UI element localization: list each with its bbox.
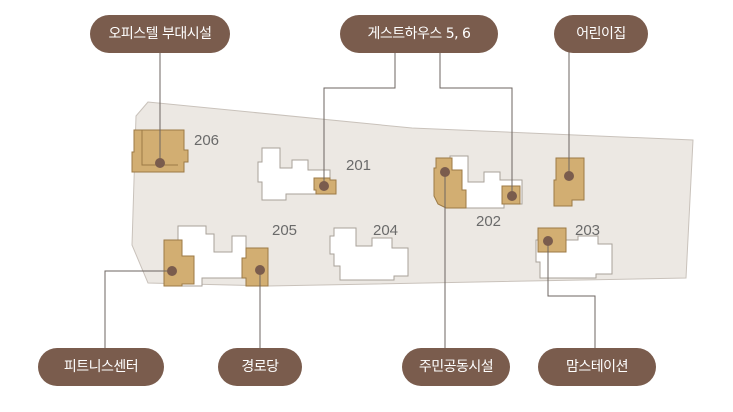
leader-fitness (104, 270, 172, 348)
label-office-facility[interactable]: 오피스텔 부대시설 (90, 15, 230, 53)
marker-senior-center (255, 265, 265, 275)
building-204[interactable] (329, 227, 409, 281)
leader-guest-house-202 (439, 52, 513, 196)
building-number-202: 202 (476, 213, 502, 230)
marker-moms-station (543, 236, 553, 246)
label-community-facility[interactable]: 주민공동시설 (402, 348, 510, 386)
building-number-204: 204 (373, 222, 399, 239)
building-number-203: 203 (575, 222, 601, 239)
building-number-205: 205 (272, 222, 298, 239)
marker-guest-house-202 (507, 191, 517, 201)
marker-dots (155, 158, 574, 276)
marker-guest-house-201 (319, 181, 329, 191)
marker-daycare (564, 171, 574, 181)
leader-moms-station (547, 241, 596, 348)
marker-community (440, 167, 450, 177)
label-senior-center[interactable]: 경로당 (218, 348, 302, 386)
label-fitness-center[interactable]: 피트니스센터 (38, 348, 164, 386)
label-moms-station[interactable]: 맘스테이션 (538, 348, 656, 386)
label-daycare[interactable]: 어린이집 (554, 15, 648, 53)
leader-guest-house-201 (323, 52, 396, 186)
senior-center-area-205 (241, 247, 269, 287)
marker-fitness (167, 266, 177, 276)
building-number-201: 201 (346, 157, 372, 174)
daycare-building[interactable] (553, 157, 585, 207)
marker-office (155, 158, 165, 168)
building-number-206: 206 (194, 132, 220, 149)
label-guest-house[interactable]: 게스트하우스 5, 6 (340, 15, 498, 53)
leader-lines (104, 52, 596, 348)
